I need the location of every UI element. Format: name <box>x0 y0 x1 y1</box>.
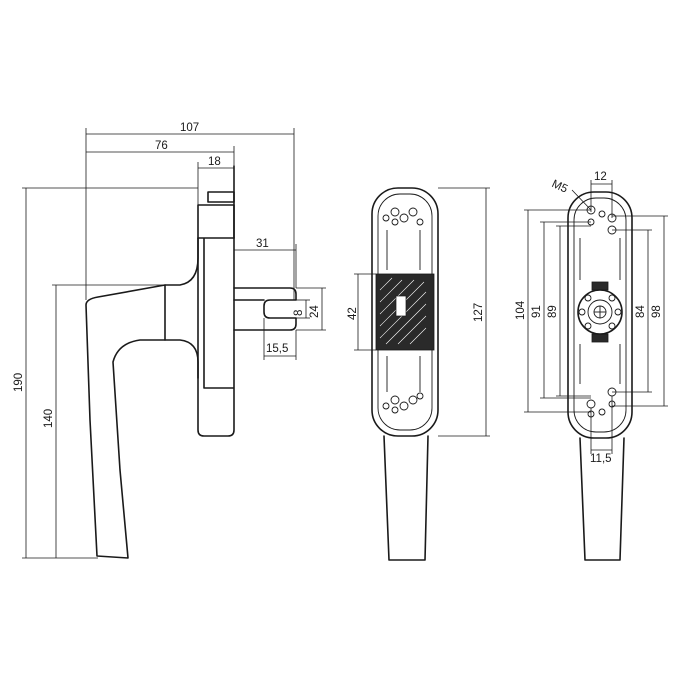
dim-vert-104: 104 <box>515 300 527 320</box>
dim-vert-98: 98 <box>651 305 663 318</box>
rear-spindle-cam <box>577 281 623 343</box>
front-insert-slot <box>395 295 407 317</box>
front-rose-outer <box>371 187 439 437</box>
dim-spindle-collar: 24 <box>309 305 321 318</box>
dim-handle-reach: 76 <box>155 140 168 152</box>
dim-spindle-square: 8 <box>293 310 305 316</box>
handle-lever-outline <box>85 284 166 559</box>
dim-overall-width: 107 <box>180 122 199 134</box>
dim-spindle-length: 31 <box>256 238 269 250</box>
front-view <box>371 187 439 561</box>
dim-vert-91: 91 <box>531 305 543 318</box>
dim-vert-84: 84 <box>635 305 647 318</box>
rear-rose-inner <box>573 197 627 433</box>
rear-lever-stem <box>579 437 625 561</box>
dim-vert-89: 89 <box>547 305 559 318</box>
side-view <box>85 165 297 559</box>
side-dimensions: 107 76 18 31 8 24 15,5 190 1 <box>13 122 326 559</box>
front-top-lugs <box>382 207 424 270</box>
front-dimensions: 42 127 <box>347 187 490 437</box>
base-slot <box>207 191 235 203</box>
base-rear-plate <box>197 204 235 239</box>
dim-hole-spacing-top: 12 <box>594 171 607 183</box>
handle-neck-outline <box>164 237 199 379</box>
dim-rose-height: 127 <box>473 303 485 322</box>
dim-spindle-tip: 15,5 <box>266 343 288 355</box>
front-lever-stem <box>383 435 429 561</box>
dim-thread: M5 <box>550 178 570 196</box>
dim-insert-height: 42 <box>347 307 359 320</box>
base-plate-outline <box>197 237 235 437</box>
rear-view <box>567 191 633 561</box>
dim-hole-spacing-bottom: 11,5 <box>590 453 612 465</box>
rear-top-holes <box>579 205 621 280</box>
dim-overall-height: 190 <box>13 373 25 392</box>
front-bottom-lugs <box>382 356 424 414</box>
dim-base-thickness: 18 <box>208 156 221 168</box>
rear-dimensions: M5 12 11,5 104 91 89 84 98 <box>515 171 668 465</box>
dim-grip-height: 140 <box>43 409 55 428</box>
spindle-outline <box>233 287 297 331</box>
rear-rose-outer <box>567 191 633 439</box>
